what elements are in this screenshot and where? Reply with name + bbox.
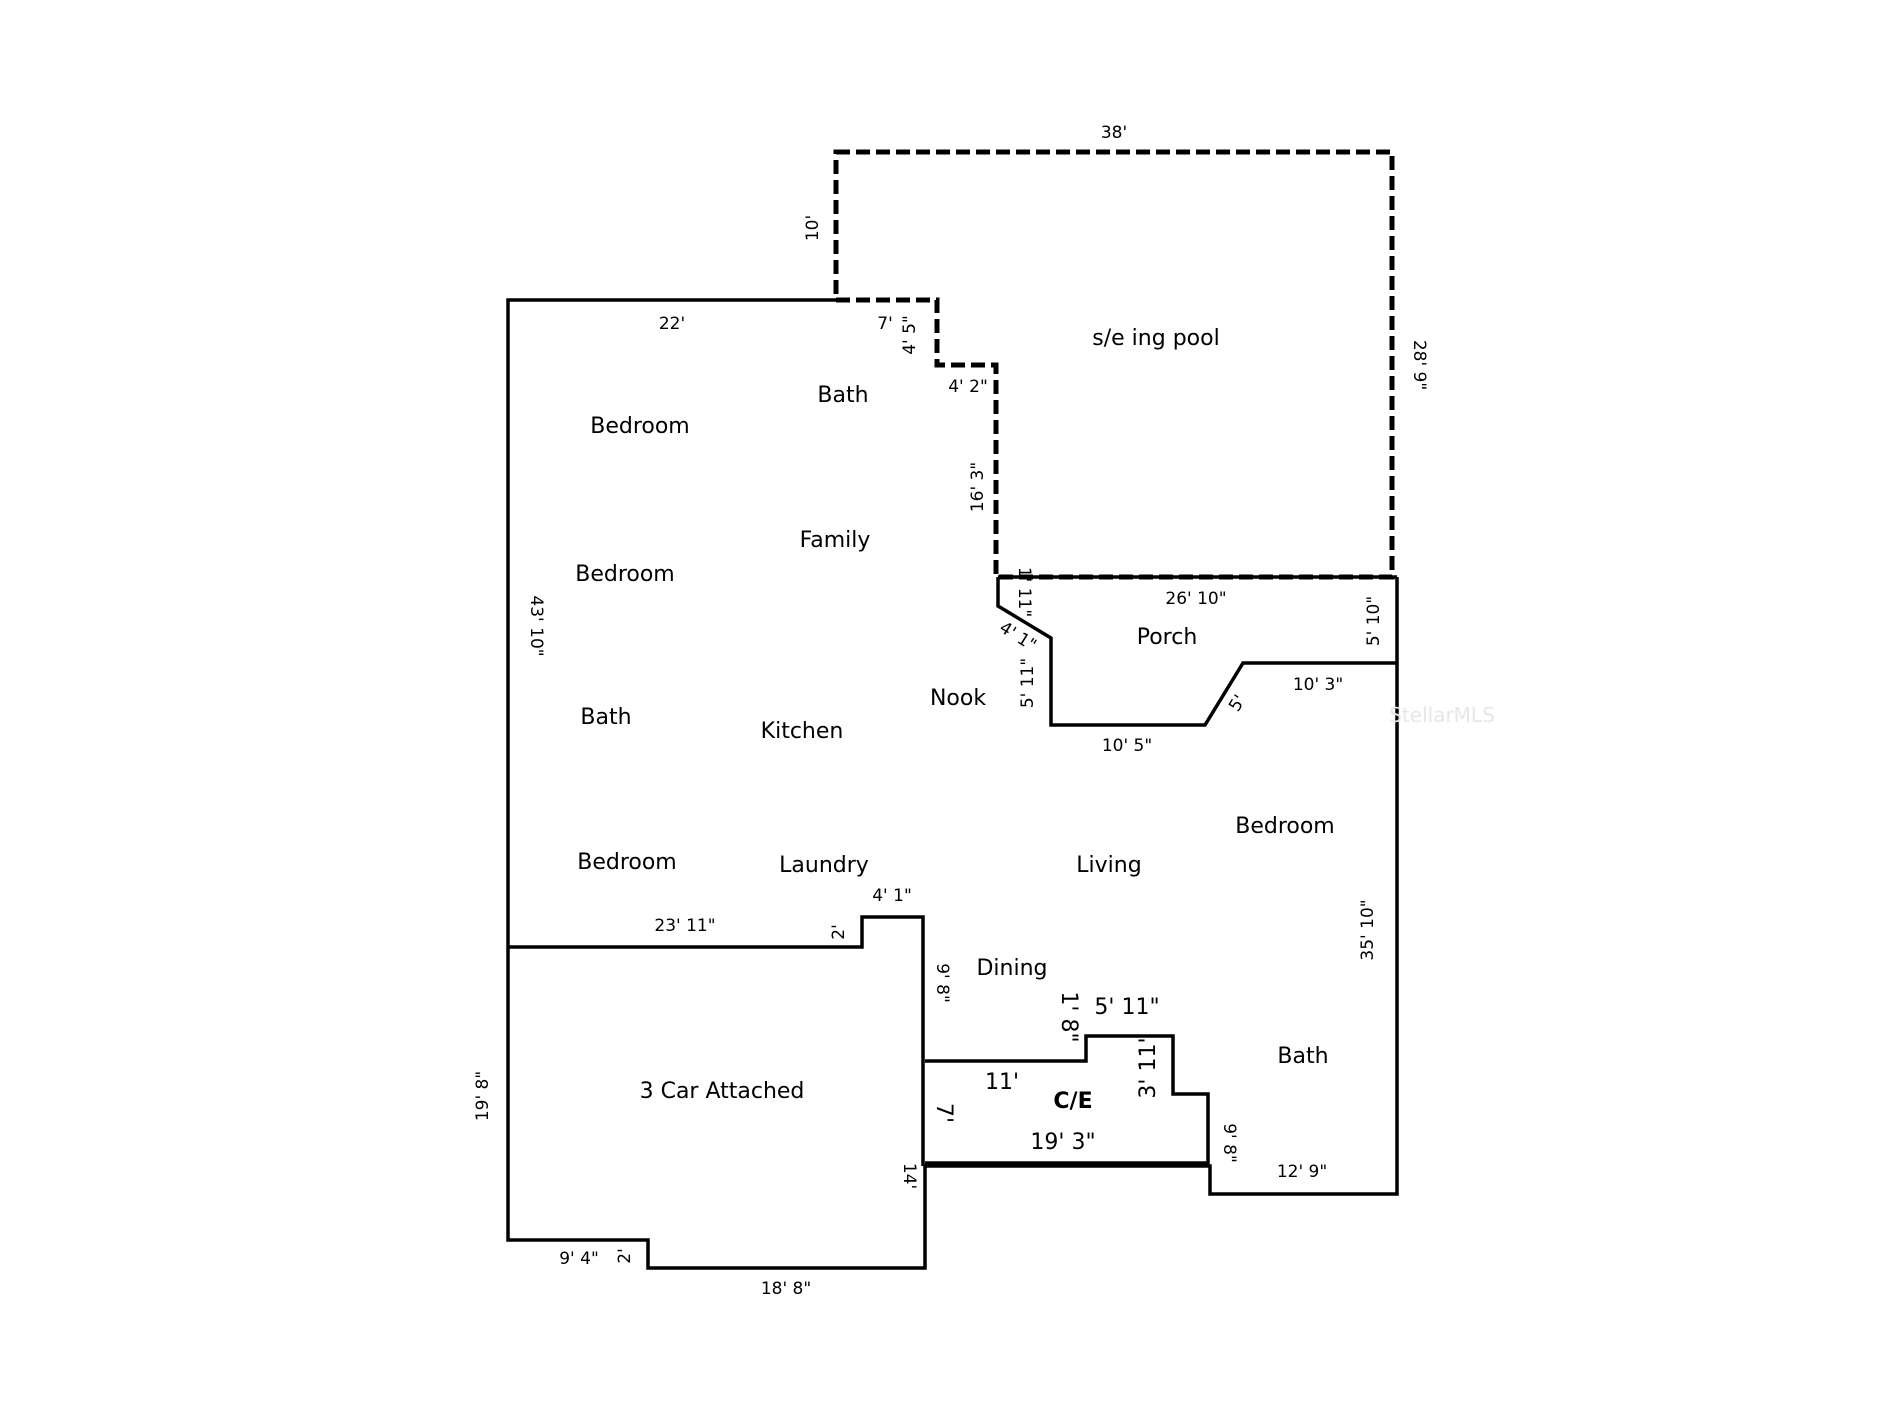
room-label-laundry: Laundry (779, 853, 869, 878)
dim-notch-step: 4' 2" (948, 377, 988, 397)
dim-garage-bot-notch: 2' (615, 1248, 635, 1264)
dim-dining-side: 9' 8" (932, 963, 952, 1003)
room-label-garage: 3 Car Attached (640, 1079, 805, 1104)
dim-notch-side: 4' 5" (900, 315, 920, 355)
dim-ce-width: 11' (985, 1070, 1019, 1095)
dim-pool-inner: 16' 3" (968, 462, 988, 512)
dim-house-left: 43' 10" (526, 595, 546, 656)
room-label-bath-se: Bath (1277, 1044, 1328, 1069)
watermark: StellarMLS (1389, 703, 1495, 727)
dim-garage-notch: 2' (829, 924, 849, 940)
room-label-bedroom-e: Bedroom (1235, 814, 1335, 839)
room-label-bath-n: Bath (817, 383, 868, 408)
dim-ce-step-h: 1' 8" (1056, 991, 1081, 1042)
garage-top-wall (508, 915, 925, 1166)
room-label-porch: Porch (1137, 625, 1198, 650)
dim-porch-bot-left: 5' 11" (1018, 658, 1038, 708)
dim-garage-step: 4' 1" (872, 886, 912, 906)
room-label-kitchen: Kitchen (761, 719, 844, 744)
dim-house-top: 22' (659, 314, 685, 334)
dim-house-right: 35' 10" (1358, 899, 1378, 960)
dim-garage-top: 23' 11" (654, 916, 715, 936)
room-label-family: Family (800, 528, 871, 553)
room-label-living: Living (1076, 853, 1141, 878)
room-label-pool: s/e ing pool (1092, 326, 1219, 351)
dim-porch-step: 10' 3" (1293, 675, 1343, 695)
room-label-bath-w: Bath (580, 705, 631, 730)
dim-porch-left: 1' 11" (1014, 567, 1034, 617)
room-label-bedroom-w: Bedroom (575, 562, 675, 587)
room-label-ce: C/E (1053, 1089, 1092, 1114)
dim-ce-top: 5' 11" (1094, 995, 1159, 1020)
dim-garage-bot-left: 9' 4" (559, 1249, 599, 1269)
dim-notch-top: 7' (877, 314, 893, 334)
dim-ce-left: 7' (931, 1103, 956, 1123)
dim-garage-left: 19' 8" (473, 1071, 493, 1121)
room-label-bedroom-sw: Bedroom (577, 850, 677, 875)
dim-porch-bottom: 10' 5" (1102, 736, 1152, 756)
dim-pool-left: 10' (803, 215, 823, 241)
dim-bath-bottom: 12' 9" (1277, 1162, 1327, 1182)
dim-porch-top: 26' 10" (1165, 589, 1226, 609)
ce-outline (925, 1034, 1210, 1165)
dim-garage-right: 14' (899, 1163, 919, 1189)
dim-pool-top: 38' (1101, 123, 1127, 143)
dim-bath-side: 9' 8" (1219, 1123, 1239, 1163)
room-label-bedroom-nw: Bedroom (590, 414, 690, 439)
house-outline (506, 298, 1399, 1270)
pool-outline (833, 149, 1395, 580)
dim-garage-bottom: 18' 8" (761, 1279, 811, 1299)
dim-pool-right: 28' 9" (1409, 340, 1429, 390)
room-label-nook: Nook (930, 686, 986, 711)
dim-porch-right: 5' 10" (1364, 596, 1384, 646)
dim-ce-right: 3' 11" (1136, 1033, 1161, 1098)
dim-ce-bottom: 19' 3" (1030, 1130, 1095, 1155)
room-label-dining: Dining (976, 956, 1047, 981)
